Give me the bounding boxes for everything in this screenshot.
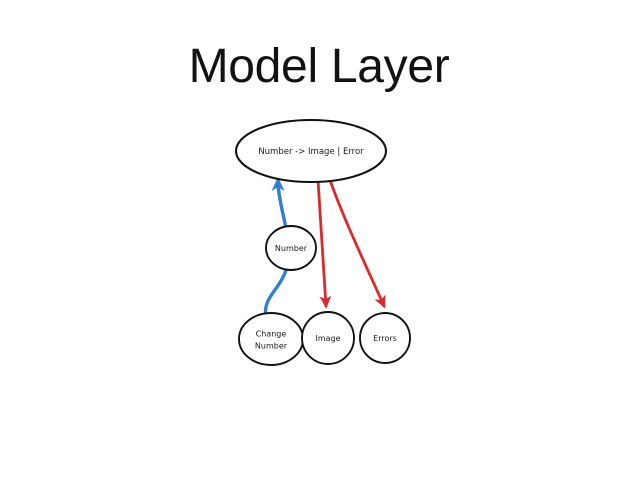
node-change-number-shape [238,312,304,366]
node-image-shape [301,311,355,365]
node-image[interactable]: Image [301,311,355,365]
node-signature[interactable]: Number -> Image | Error [234,118,388,184]
node-errors[interactable]: Errors [359,312,411,364]
node-image-label: Image [315,334,340,343]
edge-signature-to-image [316,178,332,309]
node-number-shape [265,225,317,271]
page-title: Model Layer [188,40,450,93]
node-change-number-label-line-2: Number [255,342,288,351]
node-change-number[interactable]: Change Number [238,312,304,366]
edge-signature-to-errors [328,178,386,309]
node-number-label: Number [275,244,308,253]
node-signature-shape [234,118,388,184]
node-errors-label: Errors [373,334,397,343]
node-errors-shape [359,312,411,364]
node-change-number-label-line-1: Change [256,330,287,339]
node-signature-label: Number -> Image | Error [258,147,364,157]
node-number[interactable]: Number [265,225,317,271]
